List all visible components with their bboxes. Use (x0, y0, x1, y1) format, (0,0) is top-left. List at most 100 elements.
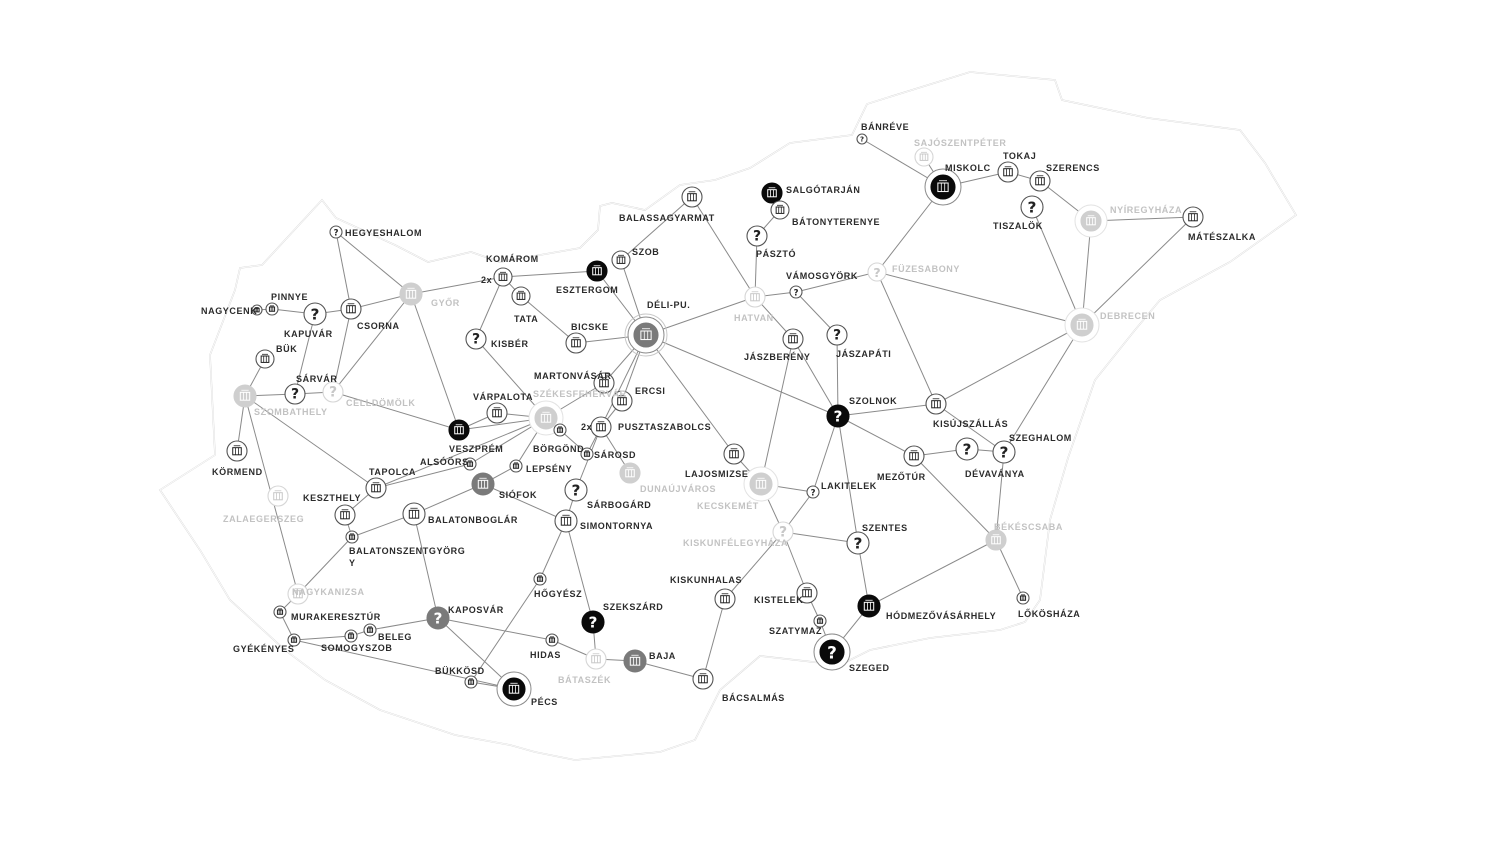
station-pusztaszabolcs[interactable] (590, 416, 612, 438)
station-hogyesz[interactable] (533, 572, 547, 586)
station-mezotur[interactable] (903, 445, 925, 467)
station-borgond[interactable] (553, 423, 567, 437)
station-lokoshaza[interactable] (1016, 591, 1030, 605)
station-tiszalok[interactable]: ? (1020, 195, 1044, 219)
station-siofok[interactable] (471, 472, 495, 496)
station-kiskunhalas[interactable] (714, 588, 736, 610)
station-tokaj[interactable] (997, 161, 1019, 183)
station-fuzesabony[interactable]: ? (867, 262, 887, 282)
station-vamosgyork[interactable]: ? (789, 285, 803, 299)
rail-line (294, 313, 316, 395)
station-building-icon (571, 337, 581, 348)
station-tapolca[interactable] (365, 477, 387, 499)
station-csorna[interactable] (340, 298, 362, 320)
station-building-icon (405, 287, 417, 299)
station-celldomolk[interactable]: ? (322, 381, 344, 403)
station-tata[interactable] (511, 286, 531, 306)
station-keszthely[interactable] (334, 504, 356, 526)
station-kaposvar[interactable]: ? (426, 606, 450, 630)
station-gyor[interactable] (399, 282, 423, 306)
station-building-icon (466, 460, 474, 467)
station-nagykanizsa[interactable] (287, 583, 309, 605)
station-beleg[interactable] (363, 623, 377, 637)
station-bataszek[interactable] (585, 648, 607, 670)
station-paszto[interactable]: ? (746, 225, 768, 247)
station-kapuvar[interactable]: ? (303, 302, 327, 326)
station-building-icon (591, 653, 601, 664)
station-buk[interactable] (255, 349, 275, 369)
station-nyiregyhaza[interactable] (1074, 204, 1108, 238)
station-sarbogard[interactable]: ? (564, 478, 588, 502)
station-jaszbereny[interactable] (782, 328, 804, 350)
station-label-jaszapati: JÁSZAPÁTI (836, 349, 891, 359)
station-debrecen[interactable] (1064, 307, 1100, 343)
station-dunaujvaros[interactable] (619, 462, 641, 484)
station-szentes[interactable]: ? (846, 531, 870, 555)
station-szombathely[interactable] (233, 384, 257, 408)
station-alsoors[interactable] (463, 457, 477, 471)
station-szerencs[interactable] (1029, 170, 1051, 192)
station-kiskunfelegyhaza[interactable]: ? (772, 521, 794, 543)
station-simontornya[interactable] (554, 509, 578, 533)
station-szolnok[interactable]: ? (826, 404, 850, 428)
station-bukkosd[interactable] (464, 675, 478, 689)
station-devavanya[interactable]: ? (955, 437, 979, 461)
country-border (158, 71, 1298, 761)
station-veszprem[interactable] (448, 419, 470, 441)
station-bekescsaba[interactable] (985, 529, 1007, 551)
station-sarosd[interactable] (580, 447, 594, 461)
station-hodmezovasarhely[interactable] (857, 594, 881, 618)
station-lajosmizse[interactable] (723, 443, 745, 465)
station-kormend[interactable] (226, 440, 248, 462)
station-hegyeshalom[interactable]: ? (329, 225, 343, 239)
station-batonyterenye[interactable] (770, 200, 790, 220)
station-label-devavanya: DÉVAVÁNYA (965, 469, 1025, 479)
station-sajoszentpeter[interactable] (914, 147, 934, 167)
station-building-icon (599, 377, 609, 388)
station-building-icon (268, 305, 276, 312)
station-varpalota[interactable] (486, 402, 508, 424)
station-zalaegerszeg[interactable] (267, 485, 289, 507)
station-bicske[interactable] (565, 332, 587, 354)
station-hidas[interactable] (545, 633, 559, 647)
station-somogyszob[interactable] (344, 629, 358, 643)
station-miskolc[interactable] (924, 168, 962, 206)
station-kisujszallas[interactable] (925, 393, 947, 415)
station-szeged[interactable]: ? (813, 633, 851, 671)
station-martonvasar[interactable] (593, 372, 615, 394)
station-lepseny[interactable] (509, 459, 523, 473)
station-esztergom[interactable] (586, 260, 608, 282)
station-baja[interactable] (623, 649, 647, 673)
station-label-pusztaszabolcs: PUSZTASZABOLCS (618, 422, 711, 432)
station-deli[interactable] (624, 313, 668, 357)
station-kistelek[interactable] (796, 582, 818, 604)
station-balatonszentgyorgy[interactable] (345, 530, 359, 544)
station-kisber[interactable]: ? (465, 328, 487, 350)
station-ercsi[interactable] (611, 390, 633, 412)
station-jaszapati[interactable]: ? (826, 324, 848, 346)
station-komarom[interactable] (493, 267, 513, 287)
station-kecskemet[interactable] (743, 466, 779, 502)
station-szekszard[interactable]: ? (581, 610, 605, 634)
station-nagycenk[interactable] (251, 304, 263, 316)
station-szeghalom[interactable]: ? (992, 440, 1016, 464)
station-mateszalka[interactable] (1182, 206, 1204, 228)
station-hatvan[interactable] (744, 286, 766, 308)
station-balatonboglar[interactable] (402, 502, 426, 526)
station-sarvar[interactable]: ? (284, 383, 306, 405)
station-gyekenyes[interactable] (287, 633, 301, 647)
station-lakitelek[interactable]: ? (806, 485, 820, 499)
station-salgotarjan[interactable] (761, 182, 783, 204)
station-szob[interactable] (611, 250, 631, 270)
station-murakeresztur[interactable] (273, 605, 287, 619)
station-szatymaz[interactable] (813, 614, 827, 628)
station-balassagyarmat[interactable] (681, 186, 703, 208)
rail-line (634, 660, 704, 680)
station-building-icon (548, 636, 556, 643)
station-banreve[interactable]: ? (856, 133, 868, 145)
station-pecs[interactable] (496, 671, 532, 707)
station-bacsalmas[interactable] (692, 668, 714, 690)
station-label-tapolca: TAPOLCA (369, 467, 416, 477)
rail-line (475, 338, 547, 419)
station-pinnye[interactable] (265, 302, 279, 316)
